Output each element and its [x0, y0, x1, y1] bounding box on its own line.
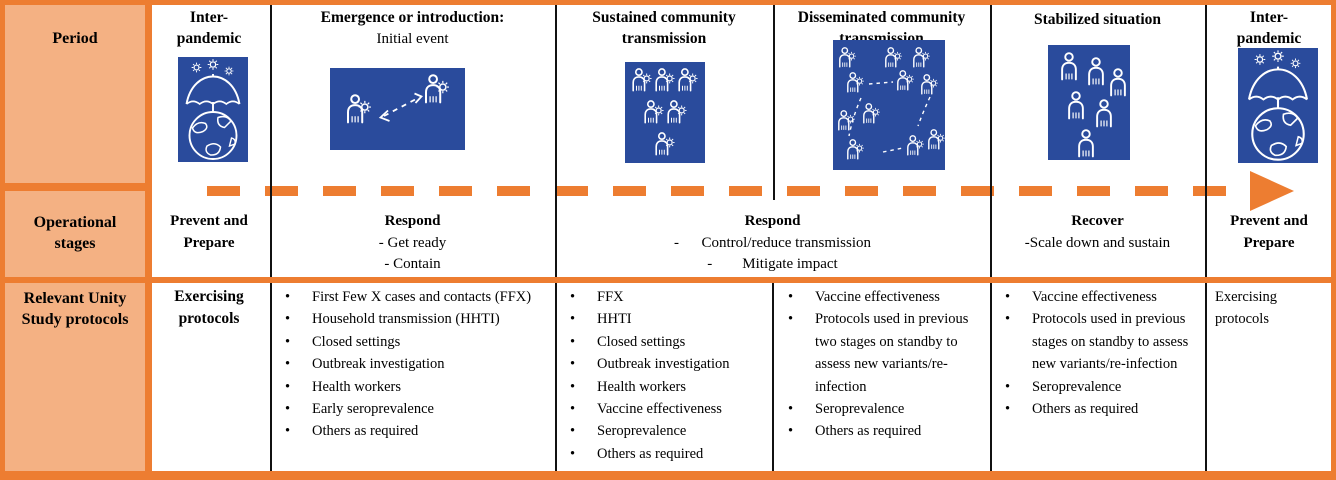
globe-umbrella-icon: [178, 57, 248, 162]
protocol-item: HHTI: [567, 308, 772, 331]
protocol-item: Protocols used in previous stages on sta…: [1002, 308, 1204, 375]
period-title-text: Stabilized situation: [1033, 11, 1162, 28]
period-title-text: Inter- pandemic: [1236, 9, 1302, 47]
stage-title: Respond: [384, 213, 441, 229]
stage-title: Recover: [1071, 213, 1124, 229]
stage-title: Prevent and Prepare: [1230, 213, 1308, 251]
protocol-item: Health workers: [282, 376, 554, 399]
protocol-item: Vaccine effectiveness: [785, 286, 988, 309]
stage-respond-community: Respond - Control/reduce transmission - …: [557, 211, 988, 276]
row-header-period: Period: [52, 30, 98, 47]
protocols-row-divider-bar: [5, 277, 1331, 283]
protocol-item: Others as required: [282, 420, 554, 443]
stage-line: - Control/reduce transmission: [673, 234, 872, 251]
stage-title: Prevent and Prepare: [170, 213, 248, 251]
period-title-emergence: Emergence or introduction: Initial event: [272, 8, 553, 49]
column-divider: [772, 283, 774, 471]
column-divider: [990, 5, 992, 277]
protocols-exercising-end: Exercising protocols: [1215, 289, 1278, 328]
stage-line: - Get ready: [378, 234, 447, 251]
frame-right: [1331, 0, 1336, 480]
period-title-interpandemic-start: Inter- pandemic: [150, 8, 268, 49]
protocol-item: Vaccine effectiveness: [567, 398, 772, 421]
column-divider: [990, 283, 992, 471]
protocol-item: Protocols used in previous two stages on…: [785, 308, 988, 398]
protocol-item: Others as required: [567, 443, 772, 466]
protocol-item: Household transmission (HHTI): [282, 308, 554, 331]
protocol-item: FFX: [567, 286, 772, 309]
protocols-list-sustained: FFXHHTIClosed settingsOutbreak investiga…: [557, 286, 772, 466]
protocol-item: Outbreak investigation: [282, 353, 554, 376]
protocol-item: Closed settings: [282, 331, 554, 354]
period-title-stabilized: Stabilized situation: [992, 10, 1203, 31]
column-divider: [555, 283, 557, 471]
protocol-item: Seroprevalence: [785, 398, 988, 421]
infected-group-icon: [625, 62, 705, 163]
globe-umbrella-icon: [1238, 48, 1318, 163]
row-header-unity-protocols: Relevant Unity Study protocols: [21, 290, 129, 328]
column-divider: [773, 5, 775, 200]
column-divider: [1205, 283, 1207, 471]
stage-title: Respond: [744, 213, 801, 229]
period-title-interpandemic-end: Inter- pandemic: [1207, 8, 1331, 49]
stages-arrowhead-icon: [1250, 171, 1294, 211]
protocols-list-emergence: First Few X cases and contacts (FFX)Hous…: [272, 286, 554, 443]
frame-top: [0, 0, 1336, 5]
stage-prevent-prepare-start: Prevent and Prepare: [150, 211, 268, 254]
frame-left: [0, 0, 5, 480]
column-divider: [270, 5, 272, 277]
header-column-right-bar: [145, 5, 152, 471]
period-subtitle-text: Initial event: [376, 30, 449, 47]
protocol-item: Outbreak investigation: [567, 353, 772, 376]
protocol-item: Early seroprevalence: [282, 398, 554, 421]
protocol-item: First Few X cases and contacts (FFX): [282, 286, 554, 309]
protocol-item: Others as required: [1002, 398, 1204, 421]
column-divider: [270, 283, 272, 471]
stage-line: - Contain: [384, 256, 441, 272]
protocol-item: Vaccine effectiveness: [1002, 286, 1204, 309]
period-title-text: Inter- pandemic: [176, 9, 242, 47]
protocols-exercising-start: Exercising protocols: [174, 288, 244, 327]
stage-recover: Recover -Scale down and sustain: [992, 211, 1203, 254]
stage-line: - Mitigate impact: [707, 256, 838, 272]
stage-line: -Scale down and sustain: [1024, 234, 1171, 251]
column-divider: [1205, 5, 1207, 277]
period-title-sustained: Sustained community transmission: [557, 8, 771, 49]
protocol-item: Others as required: [785, 420, 988, 443]
stage-prevent-prepare-end: Prevent and Prepare: [1207, 211, 1331, 254]
column-divider: [555, 5, 557, 277]
frame-bottom: [0, 471, 1336, 480]
protocol-item: Seroprevalence: [1002, 376, 1204, 399]
row-header-column-background: [5, 5, 145, 471]
stages-dashed-arrow: [207, 186, 1250, 196]
stage-respond-initial: Respond - Get ready - Contain: [272, 211, 553, 276]
protocol-item: Seroprevalence: [567, 420, 772, 443]
row-header-operational-stages: Operational stages: [33, 214, 117, 252]
infected-clusters-icon: [833, 40, 945, 170]
protocols-list-stabilized: Vaccine effectivenessProtocols used in p…: [992, 286, 1204, 421]
protocols-list-disseminated: Vaccine effectivenessProtocols used in p…: [775, 286, 988, 443]
period-title-text: Emergence or introduction:: [320, 9, 505, 26]
protocol-item: Health workers: [567, 376, 772, 399]
healthy-group-icon: [1048, 45, 1130, 160]
header-row-divider-bar: [5, 183, 152, 191]
person-to-person-transmission-icon: [330, 68, 465, 150]
period-title-text: Sustained community transmission: [592, 9, 736, 47]
protocol-item: Closed settings: [567, 331, 772, 354]
